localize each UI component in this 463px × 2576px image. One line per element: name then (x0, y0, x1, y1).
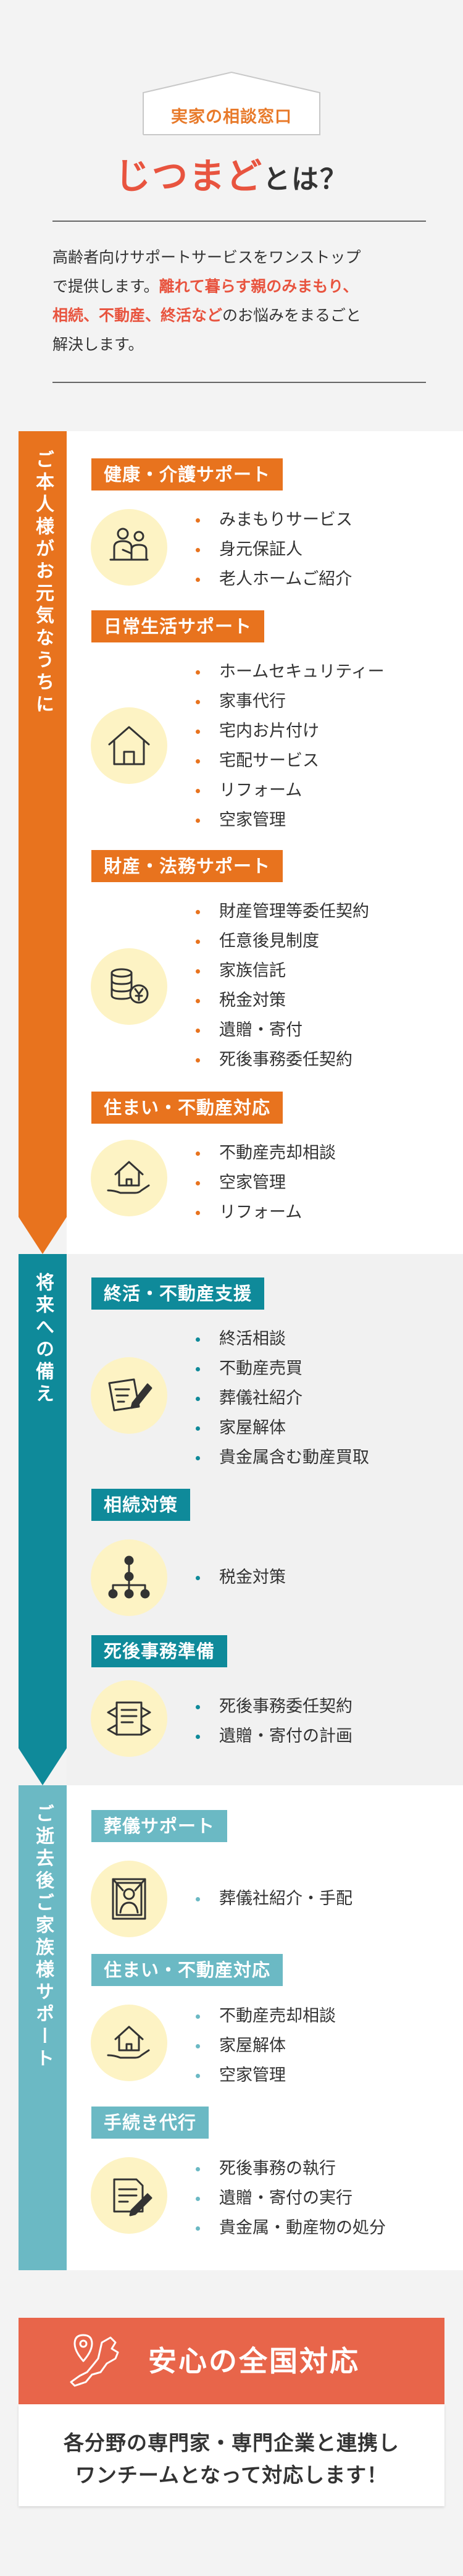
category-title: 財産・法務サポート (91, 850, 283, 882)
intro-text: 高齢者向けサポートサービスをワンストップ で提供します。離れて暮らす親のみまもり… (52, 243, 423, 359)
list-item: 死後事務委任契約 (194, 1692, 352, 1722)
divider (52, 382, 426, 383)
house-outline-icon (143, 71, 320, 135)
scroll-icon (91, 1680, 167, 1757)
title-rest: とは？ (263, 164, 348, 195)
service-list: 税金対策 (194, 1563, 286, 1593)
divider (52, 221, 426, 222)
intro-segment: で提供します。 (52, 277, 159, 295)
list-item: 財産管理等委任契約 (194, 897, 369, 927)
stage-label: 将来への備え (32, 1273, 54, 1406)
list-item: 死後事務の執行 (194, 2154, 386, 2184)
list-item: 任意後見制度 (194, 927, 369, 956)
list-item: 葬儀社紹介 (194, 1384, 369, 1413)
badge-label: 実家の相談窓口 (171, 107, 292, 127)
list-item: 税金対策 (194, 986, 369, 1016)
service-list: 死後事務委任契約 遺贈・寄付の計画 (194, 1692, 352, 1751)
list-item: リフォーム (194, 776, 385, 806)
list-item: 身元保証人 (194, 535, 352, 565)
arrow-bar-icon (19, 1254, 67, 1785)
service-list: 死後事務の執行 遺贈・寄付の実行 貴金属・動産物の処分 (194, 2154, 386, 2243)
page-title: じつまどとは？ (0, 147, 463, 199)
footer-title: 安心の全国対応 (148, 2344, 360, 2378)
title-highlight: じつまど (114, 155, 263, 197)
list-item: 空家管理 (194, 2061, 336, 2090)
service-list: 不動産売却相談 家屋解体 空家管理 (194, 2001, 336, 2090)
intro-emphasis: 離れて暮らす親のみまもり、 (159, 277, 359, 295)
stage-label: ご本人様がお元気なうちに (32, 450, 54, 717)
house-hand-icon (91, 2005, 167, 2081)
list-item: 税金対策 (194, 1563, 286, 1593)
footer-line: 各分野の専門家・専門企業と連携し (64, 2431, 399, 2455)
intro-line: 解決します。 (52, 335, 144, 353)
intro-segment: のお悩みをまるごと (222, 306, 362, 324)
house-hand-icon (91, 1140, 167, 1216)
category-title: 住まい・不動産対応 (91, 1954, 283, 1986)
service-list: ホームセキュリティー 家事代行 宅内お片付け 宅配サービス リフォーム 空家管理 (194, 657, 385, 835)
list-item: 不動産売却相談 (194, 2001, 336, 2031)
house-icon (91, 707, 167, 784)
intro-emphasis: 相続、不動産、終活など (52, 306, 223, 324)
category-title: 死後事務準備 (91, 1635, 228, 1667)
list-item: 空家管理 (194, 806, 385, 835)
arrow-bar-icon (19, 431, 67, 1254)
intro-line: で提供します。離れて暮らす親のみまもり、 (52, 272, 423, 301)
list-item: 遺贈・寄付 (194, 1016, 369, 1045)
coins-icon (91, 948, 167, 1025)
service-list: みまもりサービス 身元保証人 老人ホームご紹介 (194, 505, 352, 594)
service-list: 不動産売却相談 空家管理 リフォーム (194, 1139, 336, 1227)
list-item: 老人ホームご紹介 (194, 565, 352, 594)
footer-line: ワンチームとなって対応します！ (75, 2463, 388, 2487)
list-item: 終活相談 (194, 1324, 369, 1354)
bar-icon (19, 1785, 67, 2270)
document-pen-icon (91, 1357, 167, 1434)
stage-side-bar: ご本人様がお元気なうちに (19, 431, 67, 1254)
intro-line: 相続、不動産、終活などのお悩みをまるごと (52, 301, 423, 330)
list-item: 貴金属・動産物の処分 (194, 2213, 386, 2243)
list-item: ホームセキュリティー (194, 657, 385, 687)
list-item: 遺贈・寄付の計画 (194, 1722, 352, 1751)
list-item: リフォーム (194, 1198, 336, 1227)
list-item: 空家管理 (194, 1168, 336, 1198)
list-item: 宅配サービス (194, 746, 385, 776)
form-pen-icon (91, 2157, 167, 2234)
category-title: 手続き代行 (91, 2107, 209, 2139)
list-item: みまもりサービス (194, 505, 352, 535)
list-item: 宅内お片付け (194, 717, 385, 746)
list-item: 貴金属含む動産買取 (194, 1443, 369, 1473)
stage-side-bar: 将来への備え (19, 1254, 67, 1785)
japan-map-pin-icon (70, 2334, 119, 2387)
footer-banner: 安心の全国対応 (19, 2318, 444, 2404)
memorial-portrait-icon (91, 1861, 167, 1937)
service-list: 葬儀社紹介・手配 (194, 1884, 352, 1914)
list-item: 遺贈・寄付の実行 (194, 2184, 386, 2213)
list-item: 葬儀社紹介・手配 (194, 1884, 352, 1914)
intro-line: 高齢者向けサポートサービスをワンストップ (52, 248, 361, 266)
category-title: 相続対策 (91, 1489, 191, 1521)
stage-label: ご逝去後ご家族様サポート (32, 1804, 54, 2071)
category-title: 葬儀サポート (91, 1810, 228, 1842)
category-title: 終活・不動産支援 (91, 1277, 265, 1310)
list-item: 不動産売却相談 (194, 1139, 336, 1168)
service-list: 財産管理等委任契約 任意後見制度 家族信託 税金対策 遺贈・寄付 死後事務委任契… (194, 897, 369, 1075)
list-item: 不動産売買 (194, 1354, 369, 1384)
list-item: 家屋解体 (194, 1413, 369, 1443)
caregiver-icon (91, 509, 167, 586)
stage-side-bar: ご逝去後ご家族様サポート (19, 1785, 67, 2270)
category-title: 健康・介護サポート (91, 458, 283, 490)
service-list: 終活相談 不動産売買 葬儀社紹介 家屋解体 貴金属含む動産買取 (194, 1324, 369, 1473)
family-tree-icon (91, 1539, 167, 1616)
list-item: 家事代行 (194, 687, 385, 717)
list-item: 家族信託 (194, 956, 369, 986)
category-title: 住まい・不動産対応 (91, 1092, 283, 1124)
badge: 実家の相談窓口 (142, 71, 321, 136)
list-item: 家屋解体 (194, 2031, 336, 2061)
list-item: 死後事務委任契約 (194, 1045, 369, 1075)
category-title: 日常生活サポート (91, 610, 265, 642)
footer-message: 各分野の専門家・専門企業と連携し ワンチームとなって対応します！ (19, 2404, 444, 2506)
